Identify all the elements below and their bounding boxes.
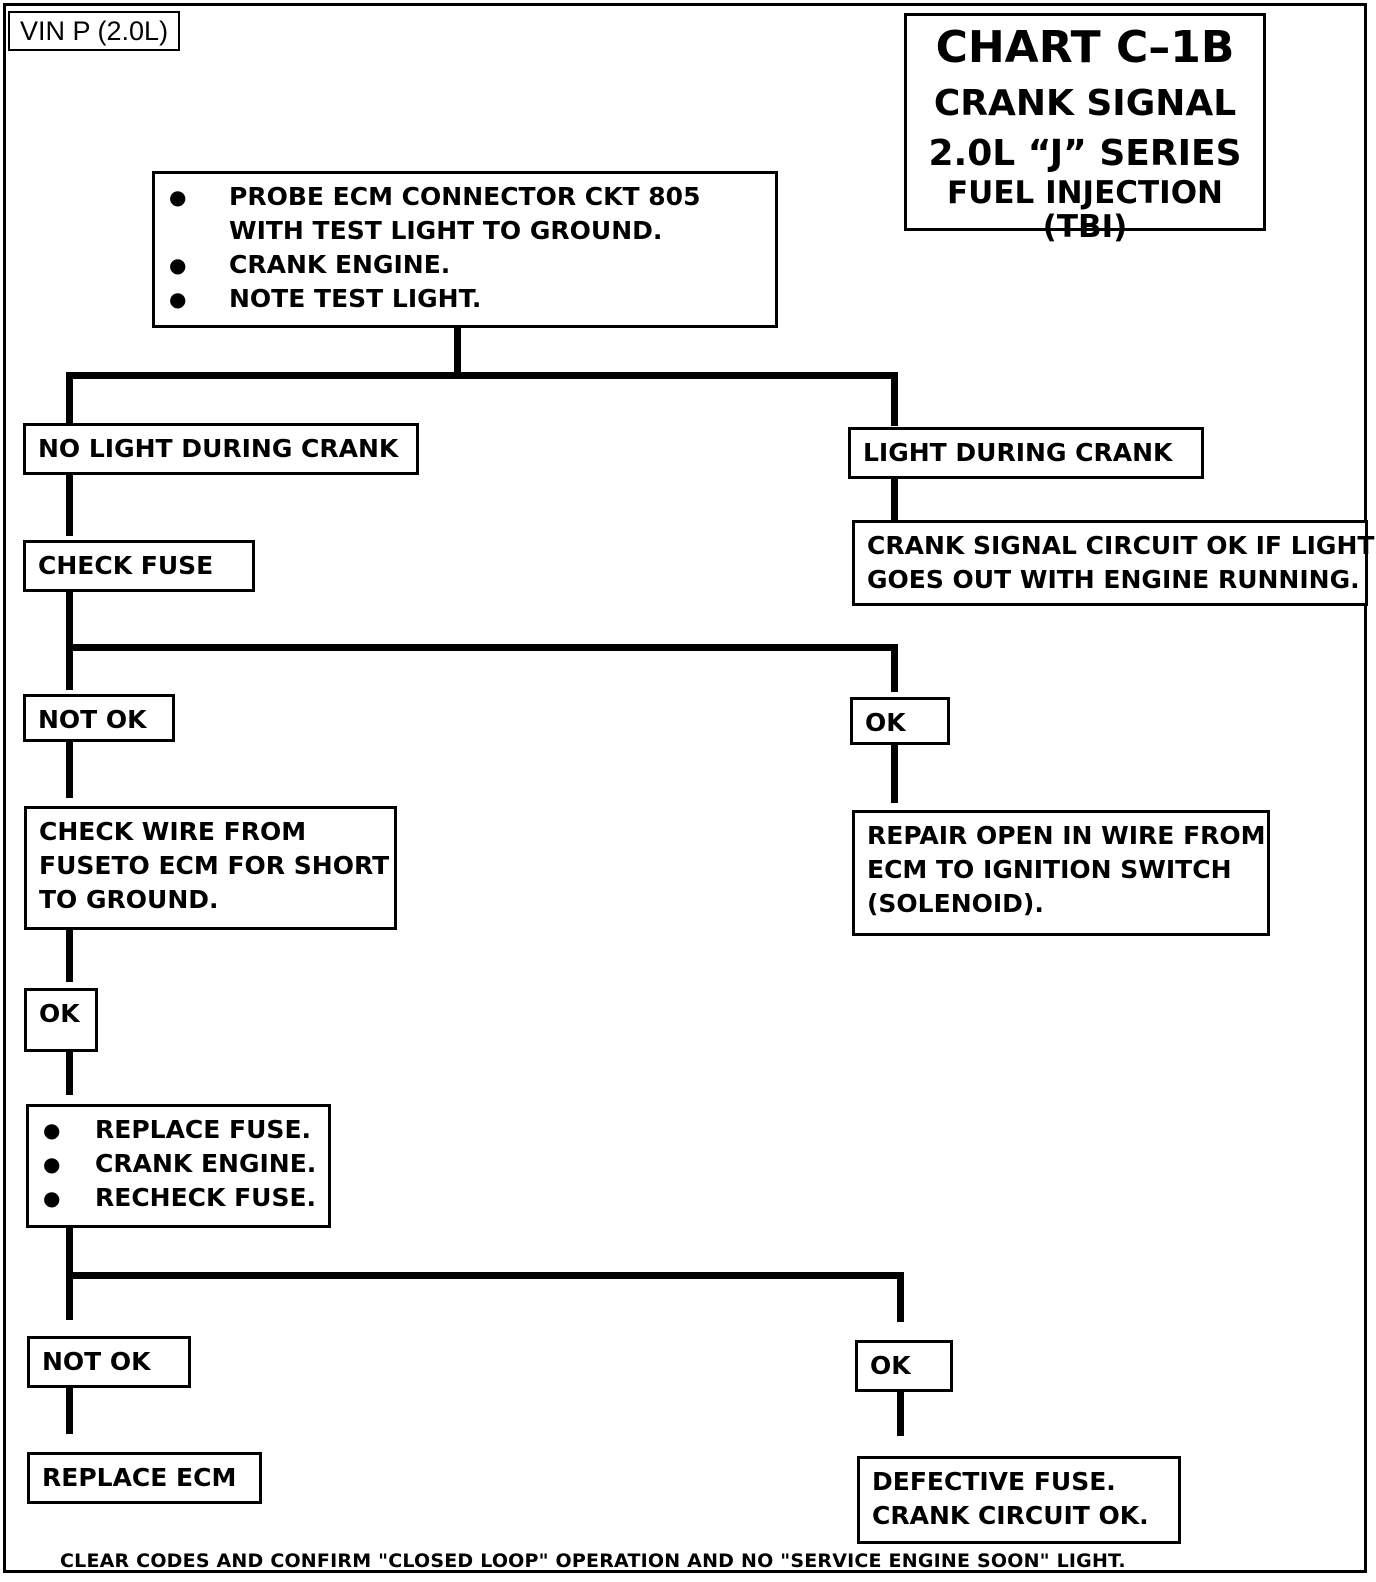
- check-fuse-box: CHECK FUSE: [23, 540, 255, 592]
- defective-fuse-box: DEFECTIVE FUSE. CRANK CIRCUIT OK.: [857, 1456, 1181, 1544]
- footer-note: CLEAR CODES AND CONFIRM "CLOSED LOOP" OP…: [60, 1550, 1126, 1572]
- chart-title: CHART C–1B: [935, 22, 1235, 73]
- defective-fuse-line: DEFECTIVE FUSE.: [872, 1467, 1116, 1496]
- connector: [66, 372, 898, 379]
- connector: [66, 470, 73, 536]
- ok-label: OK: [850, 697, 950, 745]
- repair-open-line: (SOLENOID).: [867, 889, 1044, 918]
- not-ok-label: NOT OK: [23, 694, 175, 742]
- vin-label: VIN P (2.0L): [8, 11, 181, 51]
- connector: [66, 588, 73, 690]
- probe-step-item: PROBE ECM CONNECTOR CKT 805 WITH TEST LI…: [169, 180, 769, 248]
- no-light-during-crank-box: NO LIGHT DURING CRANK: [23, 423, 419, 475]
- diagram-frame: [3, 3, 1367, 1573]
- connector: [891, 737, 898, 803]
- connector: [891, 644, 898, 692]
- replace-fuse-item: RECHECK FUSE.: [43, 1181, 316, 1215]
- connector: [891, 475, 898, 522]
- ok-label: OK: [855, 1340, 953, 1392]
- replace-fuse-item: REPLACE FUSE.: [43, 1113, 316, 1147]
- connector: [897, 1374, 904, 1436]
- connector: [66, 372, 73, 424]
- not-ok-label: NOT OK: [27, 1336, 191, 1388]
- connector: [66, 1212, 73, 1320]
- probe-step-item: CRANK ENGINE.: [169, 248, 763, 282]
- check-wire-line: CHECK WIRE FROM: [39, 817, 307, 846]
- connector: [897, 1272, 904, 1322]
- check-wire-line: FUSETO ECM FOR SHORT: [39, 851, 390, 880]
- check-wire-box: CHECK WIRE FROM FUSETO ECM FOR SHORT TO …: [24, 806, 397, 930]
- probe-ecm-step: PROBE ECM CONNECTOR CKT 805 WITH TEST LI…: [152, 171, 778, 328]
- chart-series: 2.0L “J” SERIES: [928, 133, 1242, 174]
- connector: [66, 644, 898, 651]
- connector: [66, 734, 73, 798]
- replace-fuse-step: REPLACE FUSE. CRANK ENGINE. RECHECK FUSE…: [26, 1104, 331, 1228]
- repair-open-box: REPAIR OPEN IN WIRE FROM ECM TO IGNITION…: [852, 810, 1270, 936]
- chart-subtitle: CRANK SIGNAL: [933, 83, 1237, 124]
- replace-fuse-item: CRANK ENGINE.: [43, 1147, 316, 1181]
- connector: [454, 328, 461, 378]
- chart-system: FUEL INJECTION (TBI): [947, 175, 1223, 245]
- connector: [66, 930, 73, 982]
- connector: [891, 372, 898, 426]
- probe-step-item: NOTE TEST LIGHT.: [169, 282, 763, 316]
- ok-label: OK: [24, 988, 98, 1052]
- replace-ecm-box: REPLACE ECM: [27, 1452, 262, 1504]
- repair-open-line: REPAIR OPEN IN WIRE FROM: [867, 821, 1266, 850]
- light-during-crank-box: LIGHT DURING CRANK: [848, 427, 1204, 479]
- crank-signal-ok-box: CRANK SIGNAL CIRCUIT OK IF LIGHT GOES OU…: [852, 520, 1375, 606]
- crank-signal-ok-line: GOES OUT WITH ENGINE RUNNING.: [867, 565, 1360, 594]
- defective-fuse-line: CRANK CIRCUIT OK.: [872, 1501, 1149, 1530]
- chart-title-box: CHART C–1B CRANK SIGNAL 2.0L “J” SERIES …: [904, 13, 1266, 244]
- connector: [66, 1047, 73, 1095]
- connector: [66, 1370, 73, 1434]
- check-wire-line: TO GROUND.: [39, 885, 219, 914]
- connector: [66, 1272, 904, 1279]
- repair-open-line: ECM TO IGNITION SWITCH: [867, 855, 1232, 884]
- crank-signal-ok-line: CRANK SIGNAL CIRCUIT OK IF LIGHT: [867, 531, 1375, 560]
